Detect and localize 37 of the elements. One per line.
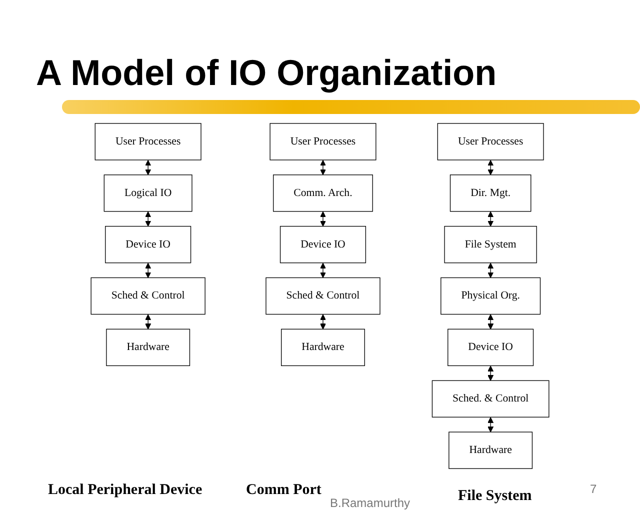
- node-box: Device IO: [105, 226, 192, 264]
- arrow: [320, 211, 326, 227]
- arrow: [488, 366, 494, 381]
- node-box: User Processes: [94, 123, 202, 160]
- node-box: Logical IO: [104, 174, 192, 212]
- node-box: Sched. & Control: [432, 380, 550, 418]
- node-box: Hardware: [281, 328, 365, 366]
- node-box: Device IO: [448, 328, 534, 366]
- arrow: [145, 314, 152, 330]
- arrow: [320, 262, 326, 278]
- arrow: [320, 314, 326, 330]
- arrow: [488, 262, 494, 278]
- node-box: Sched & Control: [266, 277, 380, 315]
- node-box: Hardware: [448, 432, 533, 469]
- arrow: [145, 262, 152, 278]
- node-box: File System: [444, 226, 537, 264]
- arrow: [488, 314, 494, 330]
- node-box: Device IO: [280, 226, 366, 264]
- arrow: [488, 417, 494, 432]
- arrow: [488, 211, 494, 227]
- author-footer: B.Ramamurthy: [330, 496, 410, 510]
- node-box: User Processes: [437, 123, 544, 160]
- column-caption: Local Peripheral Device: [48, 482, 202, 499]
- arrow: [145, 160, 152, 176]
- title: A Model of IO Organization: [36, 52, 497, 94]
- arrow: [145, 211, 152, 227]
- node-box: User Processes: [270, 123, 376, 160]
- node-box: Comm. Arch.: [273, 174, 373, 212]
- node-box: Sched & Control: [90, 277, 206, 315]
- column-caption: File System: [458, 488, 532, 505]
- column-caption: Comm Port: [246, 482, 322, 499]
- page-number: 7: [590, 482, 597, 496]
- arrow: [320, 160, 326, 176]
- node-box: Physical Org.: [440, 277, 541, 315]
- arrow: [488, 160, 494, 176]
- node-box: Hardware: [106, 328, 190, 366]
- node-box: Dir. Mgt.: [450, 174, 532, 212]
